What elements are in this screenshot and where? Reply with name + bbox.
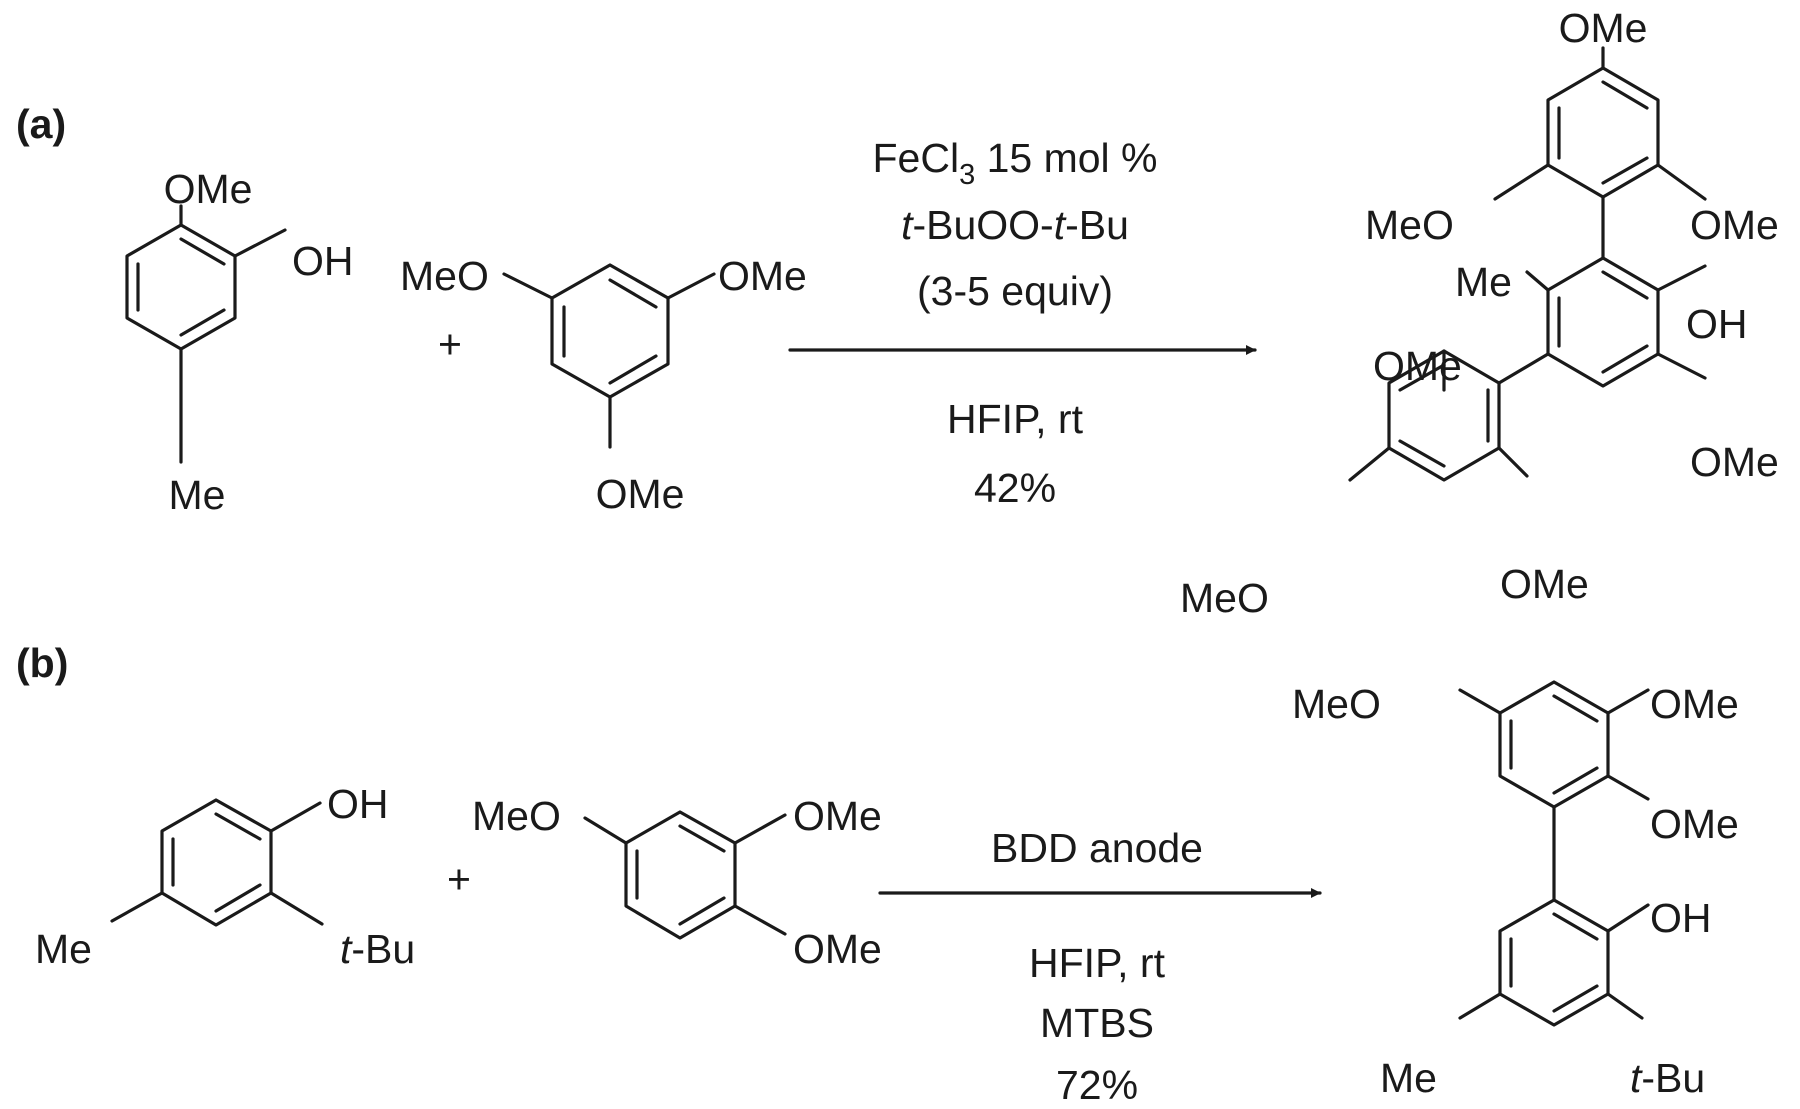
reactant-a1-ome-label: OMe	[164, 166, 253, 212]
reactant-b1-structure	[110, 798, 324, 927]
condition-a-solvent: HFIP, rt	[947, 396, 1084, 442]
reactant-a2-structure	[502, 263, 716, 449]
product-a-me-label: Me	[1455, 259, 1512, 305]
reactant-b1-oh-label: OH	[327, 781, 389, 827]
reactant-a1-oh-label: OH	[292, 238, 354, 284]
plus-sign-a: +	[438, 321, 462, 367]
reactant-a2-ome-bottom-label: OMe	[596, 471, 685, 517]
product-a-meo-bottom-label: MeO	[1180, 575, 1269, 621]
product-a-top-ome-label: OMe	[1559, 5, 1648, 51]
reactant-b2-structure	[583, 810, 787, 940]
product-b-meo-label: MeO	[1292, 681, 1381, 727]
product-b-structure	[1458, 680, 1650, 1027]
condition-a-catalyst: FeCl3 15 mol %	[872, 135, 1157, 191]
condition-b-anode: BDD anode	[991, 825, 1203, 871]
reactant-b2-meo-label: MeO	[472, 793, 561, 839]
product-a-ome-bottom-label: OMe	[1500, 561, 1589, 607]
condition-b-electrolyte: MTBS	[1040, 1000, 1154, 1046]
product-b-me-label: Me	[1380, 1055, 1437, 1101]
reactant-a1-structure	[125, 204, 287, 464]
plus-sign-b: +	[447, 856, 471, 902]
reactant-b2-ome-top-label: OMe	[793, 793, 882, 839]
product-a-structure	[1348, 46, 1707, 482]
reactant-b2-ome-bottom-label: OMe	[793, 926, 882, 972]
product-b-ome-top-label: OMe	[1650, 681, 1739, 727]
product-b-tbu-label: t-Bu	[1630, 1055, 1705, 1101]
reactant-b1-me-label: Me	[35, 926, 92, 972]
product-a-oh-label: OH	[1686, 301, 1748, 347]
product-b-ome-mid-label: OMe	[1650, 801, 1739, 847]
product-a-ome-upper-right-label: OMe	[1690, 202, 1779, 248]
product-b-oh-label: OH	[1650, 895, 1712, 941]
condition-a-oxidant: t-BuOO-t-Bu	[901, 202, 1129, 248]
condition-a-yield: 42%	[974, 465, 1056, 511]
panel-b-label: (b)	[16, 640, 68, 686]
panel-a-label: (a)	[16, 101, 66, 147]
condition-b-yield: 72%	[1056, 1062, 1138, 1108]
product-a-ome-lower-left-label: OMe	[1373, 343, 1462, 389]
reactant-a2-ome-right-label: OMe	[718, 253, 807, 299]
reactant-a1-me-label: Me	[169, 472, 226, 518]
reactant-b1-tbu-label: t-Bu	[340, 926, 415, 972]
reactant-a2-meo-label: MeO	[400, 253, 489, 299]
product-a-ome-right-label: OMe	[1690, 439, 1779, 485]
condition-b-solvent: HFIP, rt	[1029, 940, 1166, 986]
condition-a-equiv: (3-5 equiv)	[917, 268, 1113, 314]
product-a-meo-upper-label: MeO	[1365, 202, 1454, 248]
